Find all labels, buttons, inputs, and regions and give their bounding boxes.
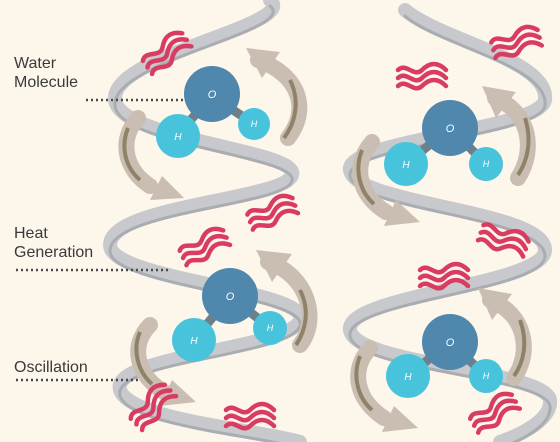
hydrogen-label: H (190, 336, 198, 347)
water-molecule-icon: O H H (386, 314, 503, 398)
rotation-arrow-icon (478, 288, 532, 386)
rotation-arrow-icon (350, 340, 418, 432)
heat-generation-label: Heat Generation (14, 224, 93, 262)
water-molecule-icon: O H H (156, 66, 270, 158)
hydrogen-label: H (483, 371, 490, 381)
heat-wave-icon (226, 404, 274, 428)
heat-wave-icon (490, 24, 543, 60)
heat-generation-label-line2: Generation (14, 244, 94, 261)
water-molecule-icon: O H H (172, 268, 287, 362)
rotation-arrow-icon (246, 48, 308, 146)
water-molecule-icon: O H H (384, 100, 503, 186)
oscillation-label: Oscillation (14, 359, 88, 376)
water-molecule-label: Water Molecule (14, 54, 78, 92)
rotation-arrow-icon (482, 86, 536, 186)
hydrogen-label: H (404, 372, 412, 383)
oxygen-label: O (446, 337, 455, 349)
water-molecule-label-line2: Molecule (14, 74, 79, 91)
heat-wave-icon (398, 64, 446, 88)
hydrogen-label: H (267, 323, 274, 333)
heat-generation-label-line1: Heat (14, 225, 48, 242)
heat-wave-icon (467, 390, 521, 435)
heat-wave-icon (177, 225, 231, 267)
hydrogen-label: H (251, 119, 258, 129)
oxygen-label: O (226, 291, 235, 303)
rotation-arrow-icon (256, 250, 318, 353)
hydrogen-label: H (483, 159, 490, 169)
rotation-arrow-icon (118, 110, 184, 200)
hydrogen-label: H (174, 132, 182, 143)
rotation-arrow-icon (352, 134, 420, 226)
hydrogen-label: H (402, 160, 410, 171)
oxygen-label: O (446, 123, 455, 135)
oxygen-label: O (208, 89, 217, 101)
left-helix-ribbon (102, 0, 308, 442)
water-molecule-label-line1: Water (14, 55, 57, 72)
